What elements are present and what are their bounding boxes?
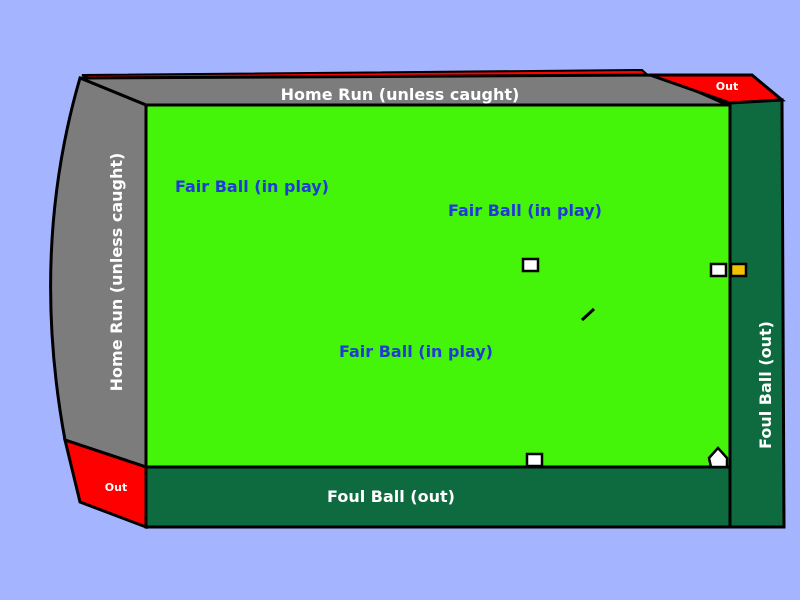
foul-bottom-label: Foul Ball (out) xyxy=(327,487,455,506)
second-base-icon xyxy=(521,257,540,273)
home-run-left-label: Home Run (unless caught) xyxy=(107,153,126,392)
first-base-icon xyxy=(525,452,544,468)
out-top-right-label: Out xyxy=(716,80,738,93)
out-bottom-left-label: Out xyxy=(105,481,127,494)
third-base-icon xyxy=(709,262,728,278)
fair-ball-label-2: Fair Ball (in play) xyxy=(448,201,602,220)
home-run-zone-left xyxy=(49,75,148,470)
yellow-base-icon xyxy=(729,262,748,278)
foul-zone-right xyxy=(728,98,786,529)
foul-right-label: Foul Ball (out) xyxy=(756,321,775,449)
fair-territory xyxy=(144,103,732,469)
home-run-top-label: Home Run (unless caught) xyxy=(281,85,520,104)
pitchers-mound-line-icon xyxy=(580,307,596,322)
home-plate-icon xyxy=(707,446,729,469)
fair-ball-label-1: Fair Ball (in play) xyxy=(175,177,329,196)
fair-ball-label-3: Fair Ball (in play) xyxy=(339,342,493,361)
